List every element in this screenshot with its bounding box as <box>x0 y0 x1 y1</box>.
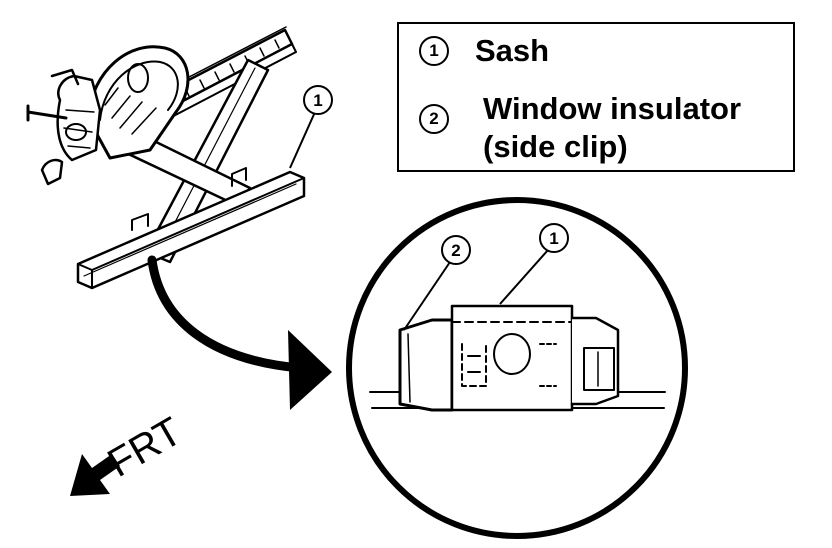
detail-view-contents <box>369 304 666 412</box>
callout-circle-detail-insulator <box>441 235 471 265</box>
legend-number-2: 2 <box>419 104 449 134</box>
legend-label-sash: Sash <box>475 33 550 68</box>
window-regulator-assembly <box>26 26 306 290</box>
front-direction-indicator: FRT <box>70 409 189 496</box>
front-direction-label: FRT <box>101 409 190 486</box>
callout-leader-detail-sash <box>499 249 549 305</box>
callout-leader-detail-insulator <box>403 261 451 331</box>
callout-leader-overview-sash <box>289 111 316 169</box>
legend-number-1: 1 <box>419 36 449 66</box>
sash-channel <box>76 167 306 290</box>
callout-circle-detail-sash <box>539 223 569 253</box>
sash-clip-end <box>570 316 620 406</box>
sash-clip-body <box>450 304 574 412</box>
callout-detail-sash: 1 <box>549 229 558 248</box>
legend-label-side-clip: (side clip) <box>483 129 628 164</box>
callout-overview-sash: 1 <box>313 91 322 110</box>
callout-circle-overview-sash <box>303 85 333 115</box>
front-direction-arrow <box>70 454 120 496</box>
legend: 1 Sash 2 Window insulator (side clip) <box>397 22 795 172</box>
regulator-motor <box>26 68 102 186</box>
callout-detail-insulator: 2 <box>451 241 460 260</box>
legend-label-window-insulator: Window insulator <box>483 91 742 126</box>
detail-pointer-arrow <box>147 255 332 410</box>
sector-gear <box>86 45 190 160</box>
